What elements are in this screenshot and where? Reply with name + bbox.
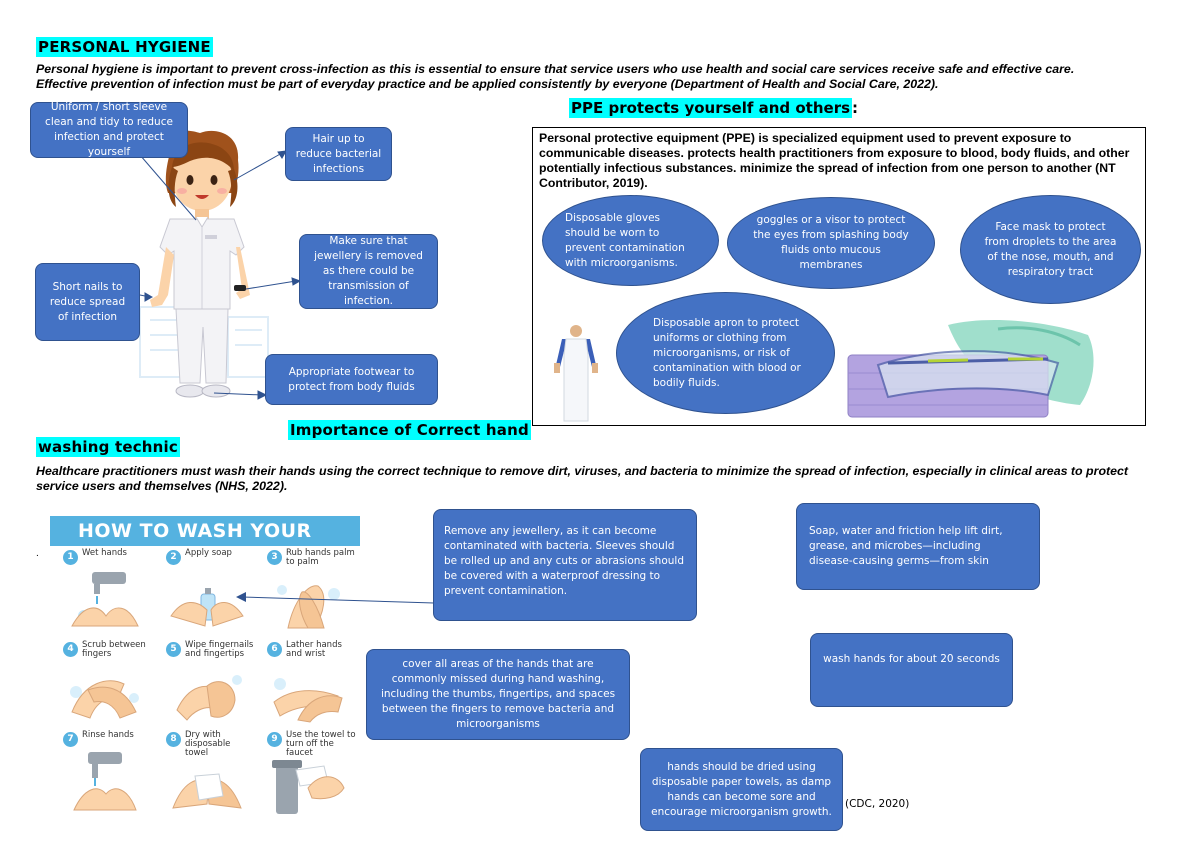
step-label: Use the towel to turn off the faucet [286, 730, 356, 758]
poster-step-8: 8 Dry with disposable towel [153, 730, 253, 818]
poster-step-7: 7 Rinse hands [50, 730, 150, 818]
hand-washing-title-line2: washing technic [36, 437, 180, 457]
lather-wrist-icon [273, 678, 343, 723]
hand-washing-title-line1: Importance of Correct hand [288, 420, 531, 440]
poster-step-2: 2 Apply soap [153, 548, 253, 636]
rub-palms-icon [277, 585, 340, 629]
step-number: 3 [267, 550, 282, 565]
hand-washing-intro: Healthcare practitioners must wash their… [36, 464, 1129, 493]
ppe-title-wrap: PPE protects yourself and others: [569, 98, 859, 118]
nurse-illustration [139, 130, 302, 400]
twenty-seconds-text: wash hands for about 20 seconds [823, 653, 1000, 665]
step-number: 4 [63, 642, 78, 657]
poster-step-9: 9 Use the towel to turn off the faucet [254, 730, 356, 818]
bullet-dot: . [36, 548, 39, 559]
poster-title: HOW TO WASH YOUR HANDS [50, 516, 360, 572]
gloves-mask-goggles-image [847, 320, 1094, 418]
step-number: 5 [166, 642, 181, 657]
personal-hygiene-intro: Personal hygiene is important to prevent… [36, 62, 1075, 91]
cover-areas-box: cover all areas of the hands that are co… [366, 649, 630, 740]
step-label: Apply soap [185, 548, 232, 558]
poster-step-1: 1 Wet hands [50, 548, 150, 636]
hair-callout: Hair up to reduce bacterial infections [285, 127, 392, 181]
dry-hands-text: hands should be dried using disposable p… [651, 760, 832, 818]
ppe-title-colon: : [852, 99, 859, 117]
poster-step-5: 5 Wipe fingernails and fingertips [153, 640, 253, 728]
apron-oval-text: Disposable apron to protect uniforms or … [653, 316, 801, 389]
step-label: Dry with disposable towel [185, 730, 231, 758]
poster-step-6: 6 Lather hands and wrist [254, 640, 354, 728]
dry-towel-icon [172, 773, 242, 809]
soap-water-text: Soap, water and friction help lift dirt,… [809, 525, 1003, 567]
jewellery-callout: Make sure that jewellery is removed as t… [299, 234, 438, 309]
cdc-citation: (CDC, 2020) [845, 798, 910, 810]
step-label: Rub hands palm to palm [286, 548, 355, 567]
step-label: Rinse hands [82, 730, 134, 740]
poster-arrow [236, 592, 435, 604]
dry-hands-box: hands should be dried using disposable p… [640, 748, 843, 831]
ppe-description: Personal protective equipment (PPE) is s… [539, 131, 1130, 190]
apron-image [554, 325, 598, 422]
step-number: 1 [63, 550, 78, 565]
remove-jewellery-box: Remove any jewellery, as it can become c… [433, 509, 697, 621]
goggles-oval-text: goggles or a visor to protect the eyes f… [753, 214, 909, 271]
apply-soap-icon [170, 588, 244, 627]
step-label: Wipe fingernails and fingertips [185, 640, 254, 659]
cover-areas-text: cover all areas of the hands that are co… [380, 658, 616, 730]
personal-hygiene-title: PERSONAL HYGIENE [36, 37, 213, 57]
ppe-title: PPE protects yourself and others [569, 98, 853, 118]
twenty-seconds-box: wash hands for about 20 seconds [810, 633, 1013, 707]
step-number: 7 [63, 732, 78, 747]
step-number: 9 [267, 732, 282, 747]
goggles-oval: goggles or a visor to protect the eyes f… [727, 197, 935, 289]
wet-hands-icon [71, 572, 139, 627]
gloves-oval-text: Disposable gloves should be worn to prev… [565, 211, 685, 269]
nails-callout: Short nails to reduce spread of infectio… [35, 263, 140, 341]
apron-oval: Disposable apron to protect uniforms or … [616, 292, 835, 414]
step-number: 2 [166, 550, 181, 565]
turn-off-faucet-icon [272, 760, 345, 814]
gloves-oval: Disposable gloves should be worn to prev… [542, 195, 719, 286]
step-number: 6 [267, 642, 282, 657]
remove-jewellery-text: Remove any jewellery, as it can become c… [444, 525, 685, 597]
footwear-callout: Appropriate footwear to protect from bod… [265, 354, 438, 405]
rinse-hands-icon [73, 752, 137, 811]
ppe-frame [532, 127, 1146, 426]
wipe-fingernails-icon [176, 675, 242, 721]
scrub-fingers-icon [70, 680, 139, 719]
poster-step-3: 3 Rub hands palm to palm [254, 548, 355, 636]
wash-hands-poster: HOW TO WASH YOUR HANDS [50, 516, 360, 821]
step-label: Lather hands and wrist [286, 640, 342, 659]
step-label: Scrub between fingers [82, 640, 146, 659]
poster-step-4: 4 Scrub between fingers [50, 640, 150, 728]
step-number: 8 [166, 732, 181, 747]
uniform-callout: Uniform / short sleeve clean and tidy to… [30, 101, 188, 158]
step-label: Wet hands [82, 548, 127, 558]
mask-oval-text: Face mask to protect from droplets to th… [984, 220, 1117, 278]
mask-oval: Face mask to protect from droplets to th… [960, 195, 1141, 304]
soap-water-box: Soap, water and friction help lift dirt,… [796, 503, 1040, 590]
